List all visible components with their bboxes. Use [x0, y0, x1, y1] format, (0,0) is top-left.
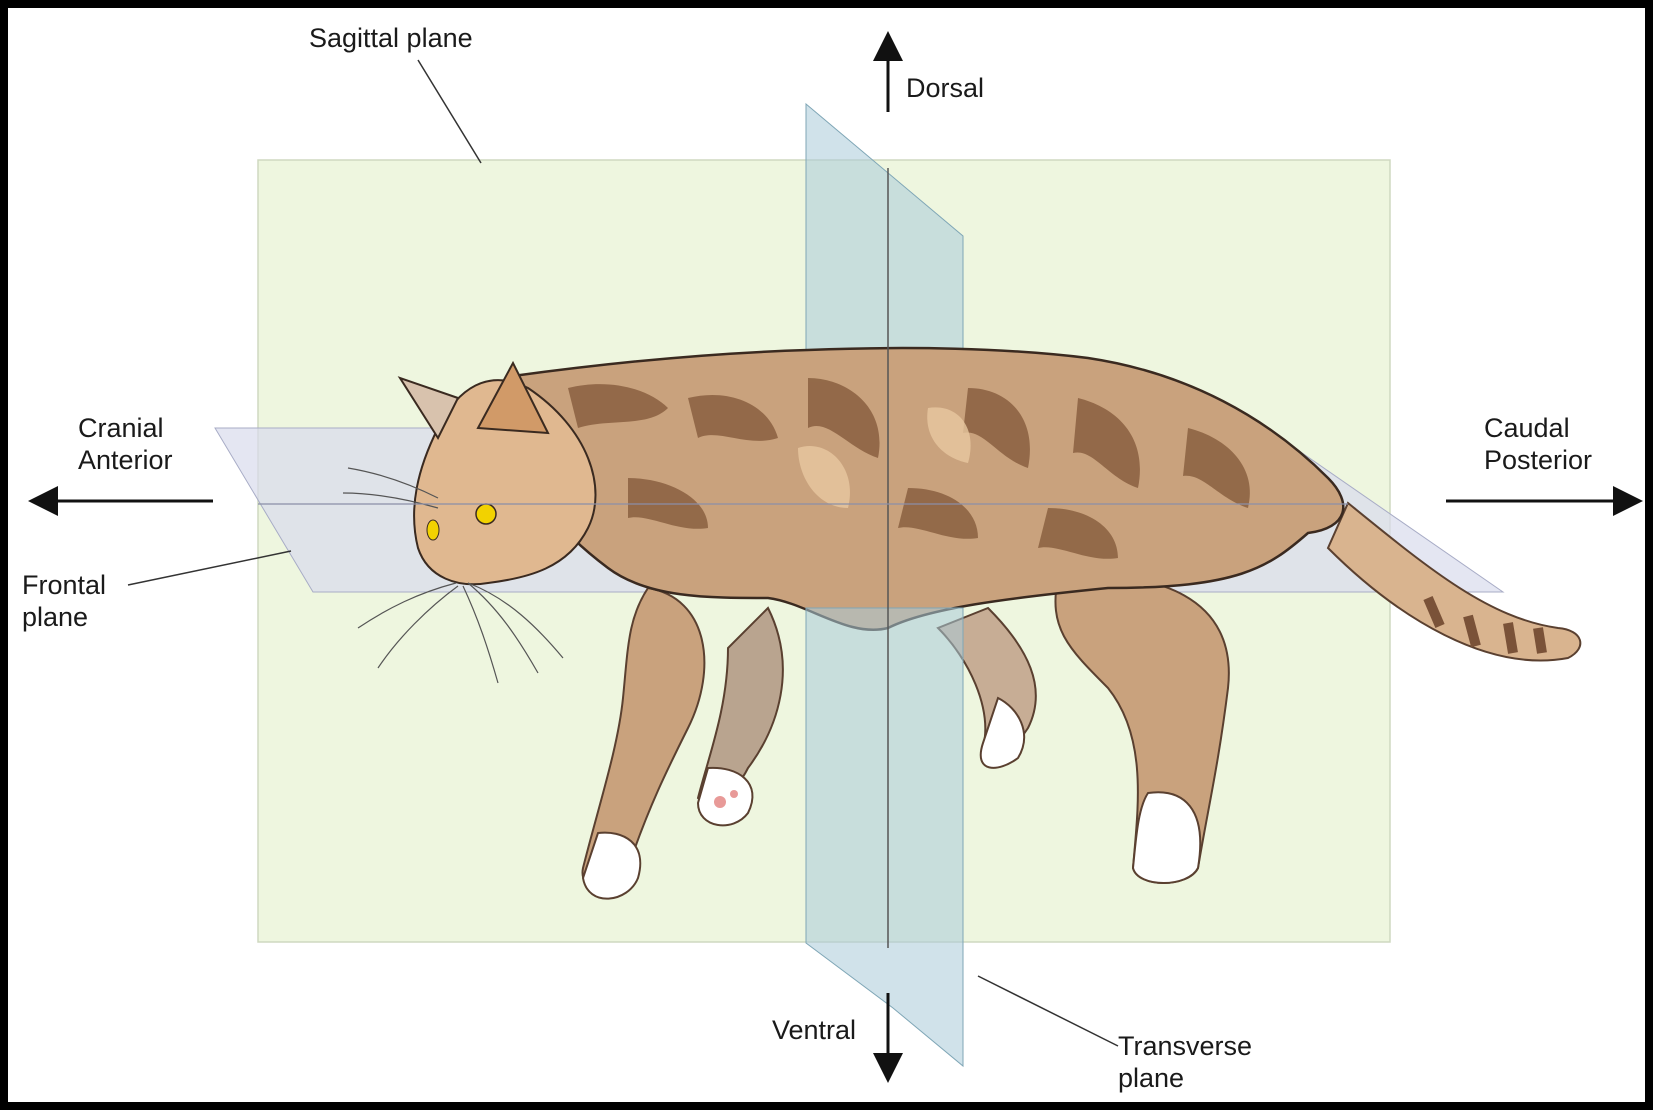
label-caudal-posterior: Caudal Posterior [1484, 412, 1592, 476]
leader-sagittal [418, 60, 481, 163]
label-cranial-anterior: Cranial Anterior [78, 412, 173, 476]
label-transverse-plane: Transverse plane [1118, 1030, 1252, 1094]
diagram-frame: Sagittal plane Dorsal Ventral Cranial An… [8, 8, 1645, 1102]
label-caudal: Caudal [1484, 412, 1592, 444]
label-frontal-plane: Frontal plane [22, 569, 106, 633]
transverse-plane-lower [806, 608, 963, 1066]
label-frontal-line2: plane [22, 601, 106, 633]
label-ventral: Ventral [772, 1014, 856, 1046]
label-anterior: Anterior [78, 444, 173, 476]
leader-transverse [978, 976, 1118, 1046]
label-cranial: Cranial [78, 412, 173, 444]
label-transverse-line2: plane [1118, 1062, 1252, 1094]
label-sagittal-plane: Sagittal plane [309, 22, 473, 54]
label-transverse-line1: Transverse [1118, 1030, 1252, 1062]
label-posterior: Posterior [1484, 444, 1592, 476]
cat-eye [476, 504, 496, 524]
label-dorsal: Dorsal [906, 72, 984, 104]
anatomical-planes-diagram [8, 8, 1645, 1102]
label-frontal-line1: Frontal [22, 569, 106, 601]
